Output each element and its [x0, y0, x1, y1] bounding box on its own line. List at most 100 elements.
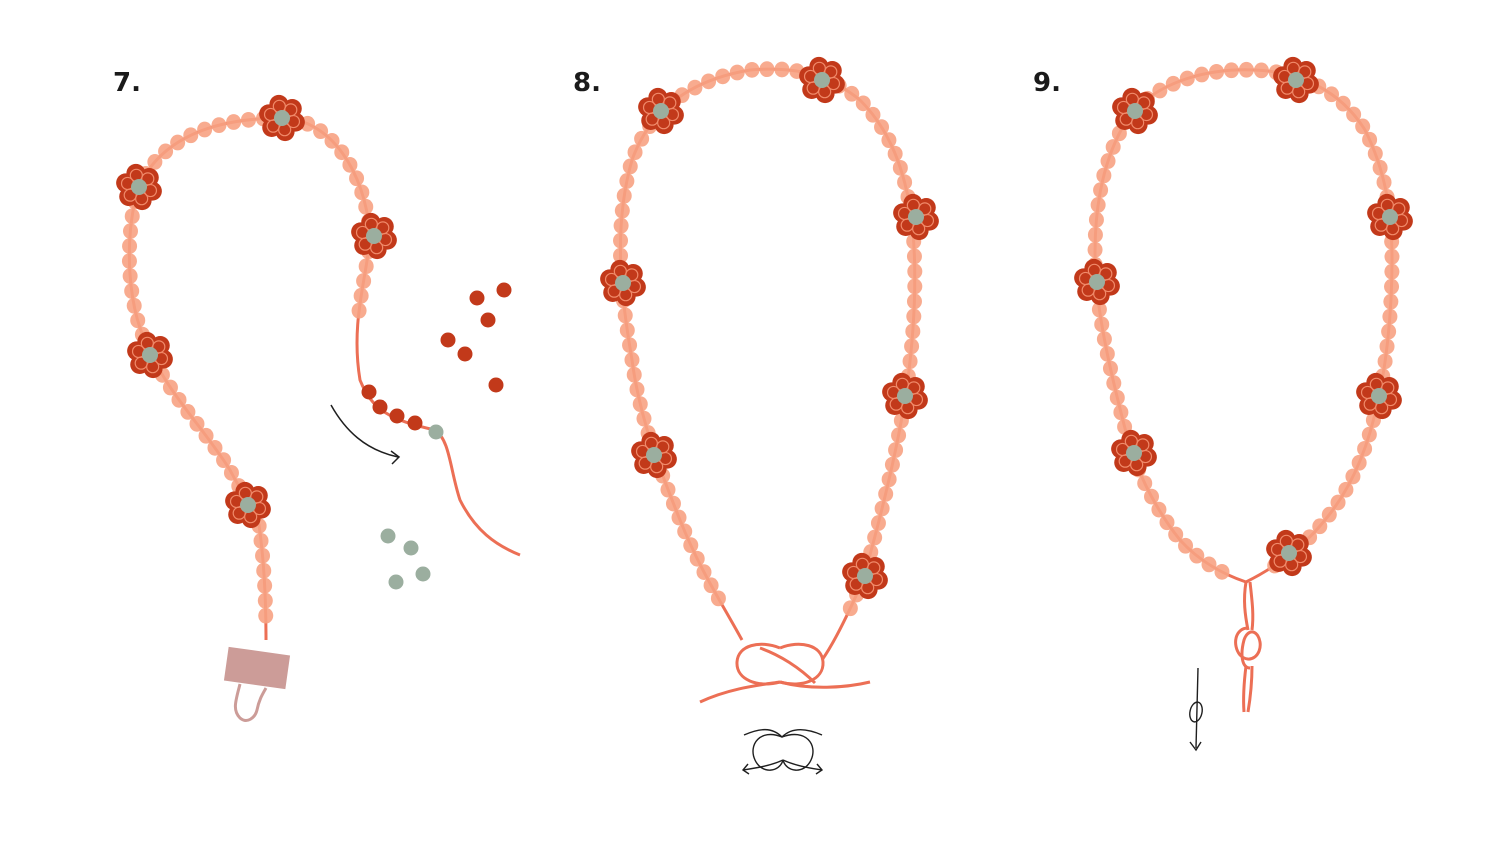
petal-highlight [141, 172, 155, 186]
seed-bead [158, 143, 174, 160]
seed-bead [1168, 526, 1184, 543]
tail-strand-2 [1248, 581, 1255, 631]
seed-bead [211, 117, 227, 134]
loose-green-bead [403, 540, 419, 556]
seed-bead [1324, 86, 1340, 103]
center-bead [653, 103, 669, 119]
seed-bead [1094, 316, 1110, 333]
knot-cross [759, 646, 817, 685]
seed-bead [1384, 263, 1400, 280]
seed-bead [1144, 488, 1160, 505]
loose-green-bead [380, 528, 396, 544]
petal-highlight [1298, 65, 1312, 79]
seed-bead [1321, 506, 1337, 523]
seed-bead [121, 253, 137, 269]
seed-bead [1377, 353, 1393, 370]
seed-bead [665, 495, 681, 512]
petal-highlight [1392, 202, 1406, 216]
seed-bead [1367, 145, 1383, 162]
seed-bead [255, 547, 271, 564]
seed-bead [906, 308, 922, 325]
seed-bead [1096, 167, 1112, 184]
step-9-seed-beads [1087, 61, 1400, 580]
seed-bead [1209, 63, 1225, 80]
seed-bead [622, 158, 638, 175]
seed-bead [1105, 139, 1121, 155]
center-bead [1089, 274, 1105, 290]
square-knot-icon [741, 728, 824, 775]
seed-bead [619, 322, 635, 339]
seed-bead [342, 156, 358, 173]
seed-bead [1330, 494, 1346, 511]
seed-bead [774, 61, 790, 78]
bead-flower [1111, 429, 1157, 477]
seed-bead [207, 439, 223, 456]
seed-bead [689, 550, 705, 567]
tail-end-2 [1246, 665, 1254, 713]
seed-bead [701, 73, 717, 90]
step-8-bead-flowers [600, 56, 939, 600]
seed-bead [878, 486, 894, 502]
seed-bead [351, 302, 367, 319]
strung-red-bead [389, 408, 405, 424]
knot-loop [1234, 626, 1262, 670]
center-bead [142, 347, 158, 363]
curved-arrow-icon [330, 404, 399, 458]
seed-bead [627, 144, 643, 161]
seed-bead [189, 415, 205, 432]
seed-bead [226, 114, 242, 130]
loose-green-beads [380, 528, 431, 590]
seed-bead [891, 427, 907, 444]
seed-bead [1137, 475, 1153, 492]
knot-left-lobe [735, 642, 781, 686]
seed-bead [1384, 278, 1400, 295]
bead-flower [351, 212, 397, 260]
seed-bead [865, 106, 881, 123]
seed-bead [1372, 159, 1388, 176]
petal-highlight [376, 221, 390, 235]
seed-bead [613, 247, 629, 264]
bead-flower [1367, 193, 1413, 241]
overhand-loop [1189, 701, 1203, 723]
center-bead [366, 228, 382, 244]
petal-highlight [656, 440, 670, 454]
seed-bead [257, 577, 273, 594]
seed-bead [842, 600, 858, 617]
seed-bead [223, 464, 239, 481]
seed-bead [867, 529, 883, 546]
seed-bead [170, 134, 186, 151]
seed-bead [1100, 153, 1116, 169]
loose-green-bead [388, 574, 404, 590]
tail-end-1 [1242, 665, 1248, 713]
seed-bead [897, 174, 913, 191]
seed-bead [1381, 323, 1397, 340]
seed-bead [1087, 241, 1103, 258]
knot-icon-arrow-right [815, 763, 824, 775]
seed-bead [874, 500, 890, 517]
seed-bead [358, 258, 374, 275]
seed-bead [677, 523, 693, 540]
seed-bead [1223, 62, 1239, 79]
seed-bead [197, 121, 213, 138]
seed-bead [904, 338, 920, 355]
step-9-cord [1093, 68, 1394, 584]
seed-bead [905, 323, 921, 340]
seed-bead [887, 145, 903, 162]
seed-bead [759, 61, 775, 78]
seed-bead [1238, 61, 1254, 78]
seed-bead [907, 263, 923, 280]
arrow-head-icon [390, 450, 401, 465]
step-9-panel [1074, 56, 1413, 752]
seed-bead [907, 278, 923, 295]
binder-clip-handle [233, 683, 268, 722]
seed-bead [1379, 338, 1395, 355]
seed-bead [696, 564, 712, 580]
seed-bead [1214, 563, 1230, 580]
bead-flower [1273, 56, 1319, 104]
overhand-arrow-head [1189, 741, 1202, 752]
seed-bead [1093, 182, 1109, 198]
center-bead [1288, 72, 1304, 88]
seed-bead [629, 381, 645, 398]
